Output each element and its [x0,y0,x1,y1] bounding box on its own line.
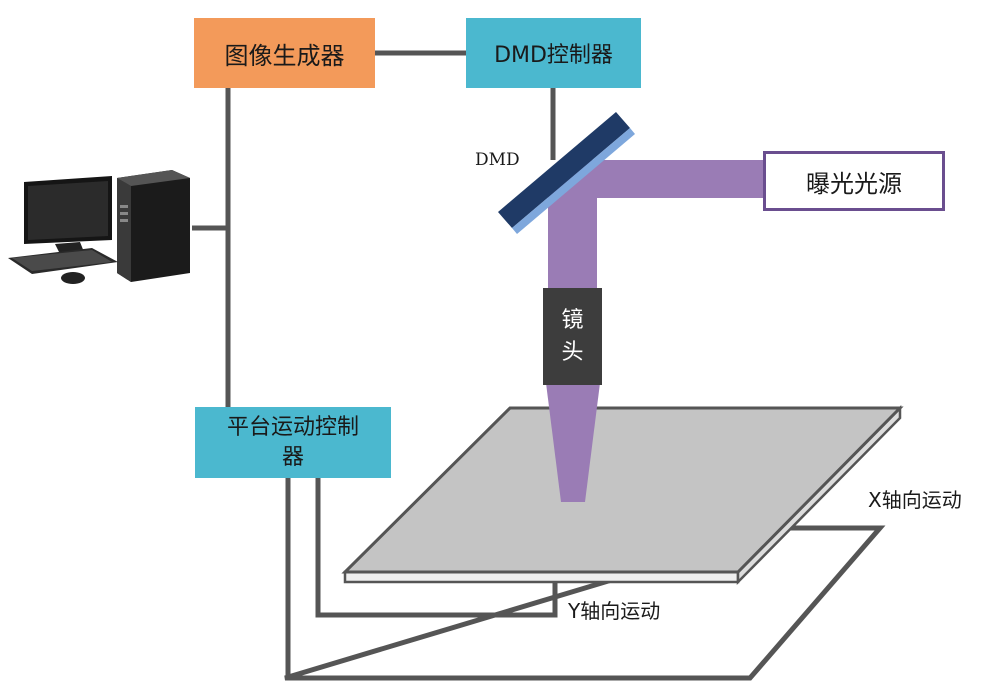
dmd-controller-box: DMD控制器 [466,18,641,88]
connector-lines [192,50,558,678]
light-source-label: 曝光光源 [806,169,902,198]
beam-horizontal [585,160,768,198]
dmd-controller-label: DMD控制器 [494,43,613,68]
lens-label: 镜 头 [543,288,602,385]
connector-stage-controller-to-y-axis [315,478,558,618]
stage-controller-box: 平台运动控制 器 [195,407,391,478]
image-generator-box: 图像生成器 [194,18,375,88]
x-motion-label: X轴向运动 [868,488,962,512]
stage-plate-top [341,406,904,574]
light-beam [546,160,768,502]
lens-body [543,288,602,385]
stage-plate [341,404,904,586]
y-motion-label: Y轴向运动 [568,599,661,623]
light-source-box: 曝光光源 [763,151,945,211]
dmd-label: DMD [475,150,520,170]
beam-cone [546,383,600,502]
stage-controller-label-line1: 平台运动控制 [226,414,359,440]
stage-controller-label-line2: 器 [281,444,304,470]
lens-label-line1: 镜 [561,307,584,333]
lens-label-line2: 头 [561,339,584,365]
image-generator-label: 图像生成器 [224,41,345,70]
beam-vertical [548,198,597,290]
computer-icon [8,170,190,284]
dmd-mirror [498,112,635,234]
